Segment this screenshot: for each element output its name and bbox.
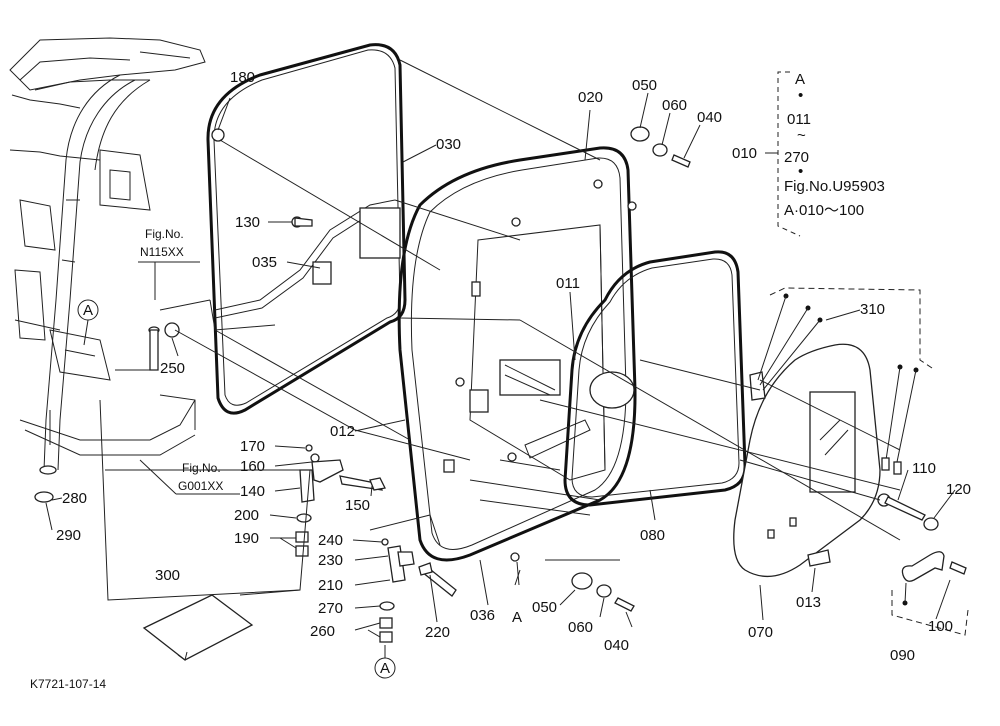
fig-reference-n115xx: Fig.No. N115XX: [138, 227, 200, 300]
callout-080: 080: [640, 527, 665, 544]
cab-frame: A: [9, 37, 206, 503]
callout-050-top: 050: [632, 77, 657, 94]
callout-230: 230: [318, 552, 343, 569]
reference-a-text: A: [83, 302, 93, 319]
diagram-code: K7721-107-14: [30, 677, 106, 691]
window-seal-080: [524, 250, 747, 507]
ref-fig: Fig.No.U95903: [784, 178, 885, 195]
ref-a: A: [795, 71, 805, 88]
callout-040-bottom: 040: [604, 637, 629, 654]
fig-n115-line1: Fig.No.: [145, 227, 184, 241]
callout-120: 120: [946, 481, 971, 498]
callout-070: 070: [748, 624, 773, 641]
callout-160: 160: [240, 458, 265, 475]
callout-060-bottom: 060: [568, 619, 593, 636]
callout-a: A: [512, 609, 522, 626]
callout-300: 300: [155, 567, 180, 584]
callout-310: 310: [860, 301, 885, 318]
callout-170: 170: [240, 438, 265, 455]
callout-090: 090: [890, 647, 915, 664]
svg-text:•: •: [798, 163, 803, 180]
callout-270: 270: [318, 600, 343, 617]
window-glass-070: [733, 343, 881, 577]
callout-290: 290: [56, 527, 81, 544]
leader-lines: [51, 59, 956, 638]
callout-060-top: 060: [662, 97, 687, 114]
callout-011: 011: [556, 275, 580, 292]
callout-140: 140: [240, 483, 265, 500]
callout-040-top: 040: [697, 109, 722, 126]
callout-035: 035: [252, 254, 277, 271]
callout-280: 280: [62, 490, 87, 507]
door-frame-020: [397, 146, 637, 562]
kit-310-group: [757, 287, 936, 475]
fig-g001-line2: G001XX: [178, 479, 223, 493]
door-seal-030: [206, 43, 407, 415]
callout-100: 100: [928, 618, 953, 635]
ref-011: 011: [787, 111, 811, 128]
callout-130: 130: [235, 214, 260, 231]
callout-050-bottom: 050: [532, 599, 557, 616]
bolt-110-120: [877, 493, 939, 531]
callout-210: 210: [318, 577, 343, 594]
callout-110: 110: [912, 460, 936, 477]
svg-text:•: •: [798, 87, 803, 104]
fasteners-050-060-040: [369, 126, 691, 612]
callout-036: 036: [470, 607, 495, 624]
callout-190: 190: [234, 530, 259, 547]
reference-a-text-bottom: A: [380, 660, 390, 677]
callout-013: 013: [796, 594, 821, 611]
hinge-parts: A: [148, 128, 457, 679]
callout-012: 012: [330, 423, 355, 440]
ref-010: 010: [732, 145, 757, 162]
callout-180: 180: [230, 69, 255, 86]
fig-g001-line1: Fig.No.: [182, 461, 221, 475]
callout-020: 020: [578, 89, 603, 106]
callout-150: 150: [345, 497, 370, 514]
fig-n115-line2: N115XX: [140, 245, 184, 259]
label-sheet-300: [142, 594, 254, 661]
callout-240: 240: [318, 532, 343, 549]
callout-260: 260: [310, 623, 335, 640]
callout-200: 200: [234, 507, 259, 524]
callout-250: 250: [160, 360, 185, 377]
fig-reference-g001xx: Fig.No. G001XX: [139, 459, 240, 495]
reference-range-note: A • 011 ~ 270 • Fig.No.U95903 A·010〜100 …: [732, 71, 885, 237]
ref-tilde: ~: [797, 127, 806, 144]
callout-030: 030: [436, 136, 461, 153]
ref-range: A·010〜100: [784, 202, 864, 219]
ref-270: 270: [784, 149, 809, 166]
handle-group-090: [891, 551, 969, 636]
callout-labels: 180 030 020 050 060 040 130 035 011 310 …: [45, 69, 971, 664]
callout-220: 220: [425, 624, 450, 641]
